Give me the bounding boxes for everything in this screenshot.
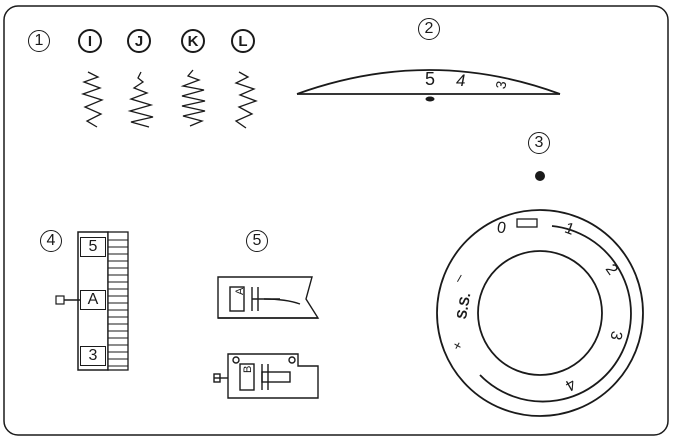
- foot-a-letter: A: [234, 287, 246, 295]
- length-dial-indicator: [425, 96, 435, 102]
- adjuster-box-3: 3: [80, 346, 106, 366]
- stitch-label-k: K: [181, 29, 205, 53]
- width-dial-inner-ring: [477, 250, 603, 376]
- adjuster-box-a: A: [80, 290, 106, 310]
- panel-frame: [3, 5, 669, 436]
- foot-b-letter: B: [242, 366, 254, 373]
- adjuster-box-5: 5: [80, 237, 106, 257]
- stitch-pattern-i: [80, 71, 104, 128]
- length-dial-arc: [296, 69, 561, 95]
- callout-3: 3: [528, 132, 550, 154]
- width-dial-mark-3: 3: [606, 330, 624, 342]
- width-dial-zero-box: [516, 218, 538, 228]
- stitch-patterns: [80, 69, 258, 129]
- width-dial-outer-ring: [436, 209, 644, 417]
- length-dial-5: 5: [425, 69, 435, 89]
- callout-4: 4: [40, 230, 62, 252]
- presser-foot-b: [213, 353, 319, 399]
- adjuster-pointer-tab: [55, 295, 65, 305]
- width-dial-indicator-dot: [535, 171, 545, 181]
- stitch-label-j: J: [127, 29, 151, 53]
- stitch-pattern-j: [127, 71, 154, 128]
- adjuster-wheel: [107, 231, 129, 371]
- stitch-pattern-k: [180, 69, 206, 127]
- width-dial-ss-label: S.S.: [453, 291, 473, 320]
- callout-2: 2: [418, 18, 440, 40]
- width-dial-scale-arc: [479, 225, 632, 403]
- stitch-label-i: I: [78, 29, 102, 53]
- stitch-label-l: L: [231, 29, 255, 53]
- presser-foot-a: [217, 276, 320, 319]
- width-dial-mark-0: 0: [496, 219, 508, 237]
- callout-5: 5: [246, 230, 268, 252]
- callout-1: 1: [28, 30, 50, 52]
- length-dial-4: 4: [456, 71, 465, 90]
- adjuster-wheel-ridges: [108, 239, 128, 367]
- stitch-pattern-l: [234, 71, 258, 129]
- length-dial-3: 3: [492, 79, 509, 90]
